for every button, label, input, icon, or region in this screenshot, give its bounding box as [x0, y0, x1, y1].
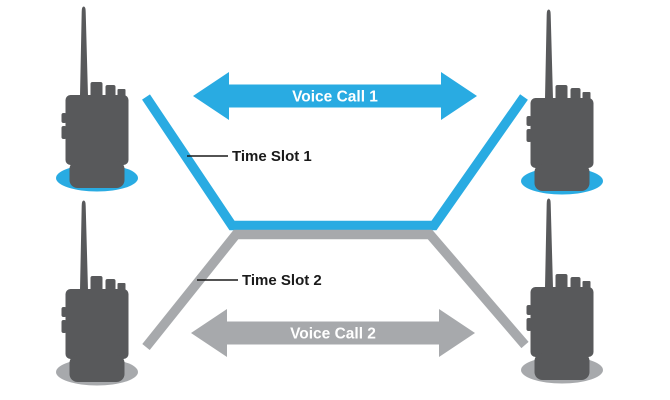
voice-call-1-label: Voice Call 1	[292, 89, 378, 106]
voice-call-2-label: Voice Call 2	[290, 326, 376, 343]
time-slot-1-label: Time Slot 1	[232, 148, 312, 165]
time-slot-2-label: Time Slot 2	[242, 272, 322, 289]
time-slot-1-line	[142, 94, 528, 231]
radio-bottom-left-icon	[61, 200, 129, 382]
radio-bottom-right-icon	[526, 198, 594, 380]
radio-top-right-icon	[526, 9, 594, 191]
time-slot-2-line	[142, 229, 529, 350]
radio-top-left-icon	[61, 6, 129, 188]
